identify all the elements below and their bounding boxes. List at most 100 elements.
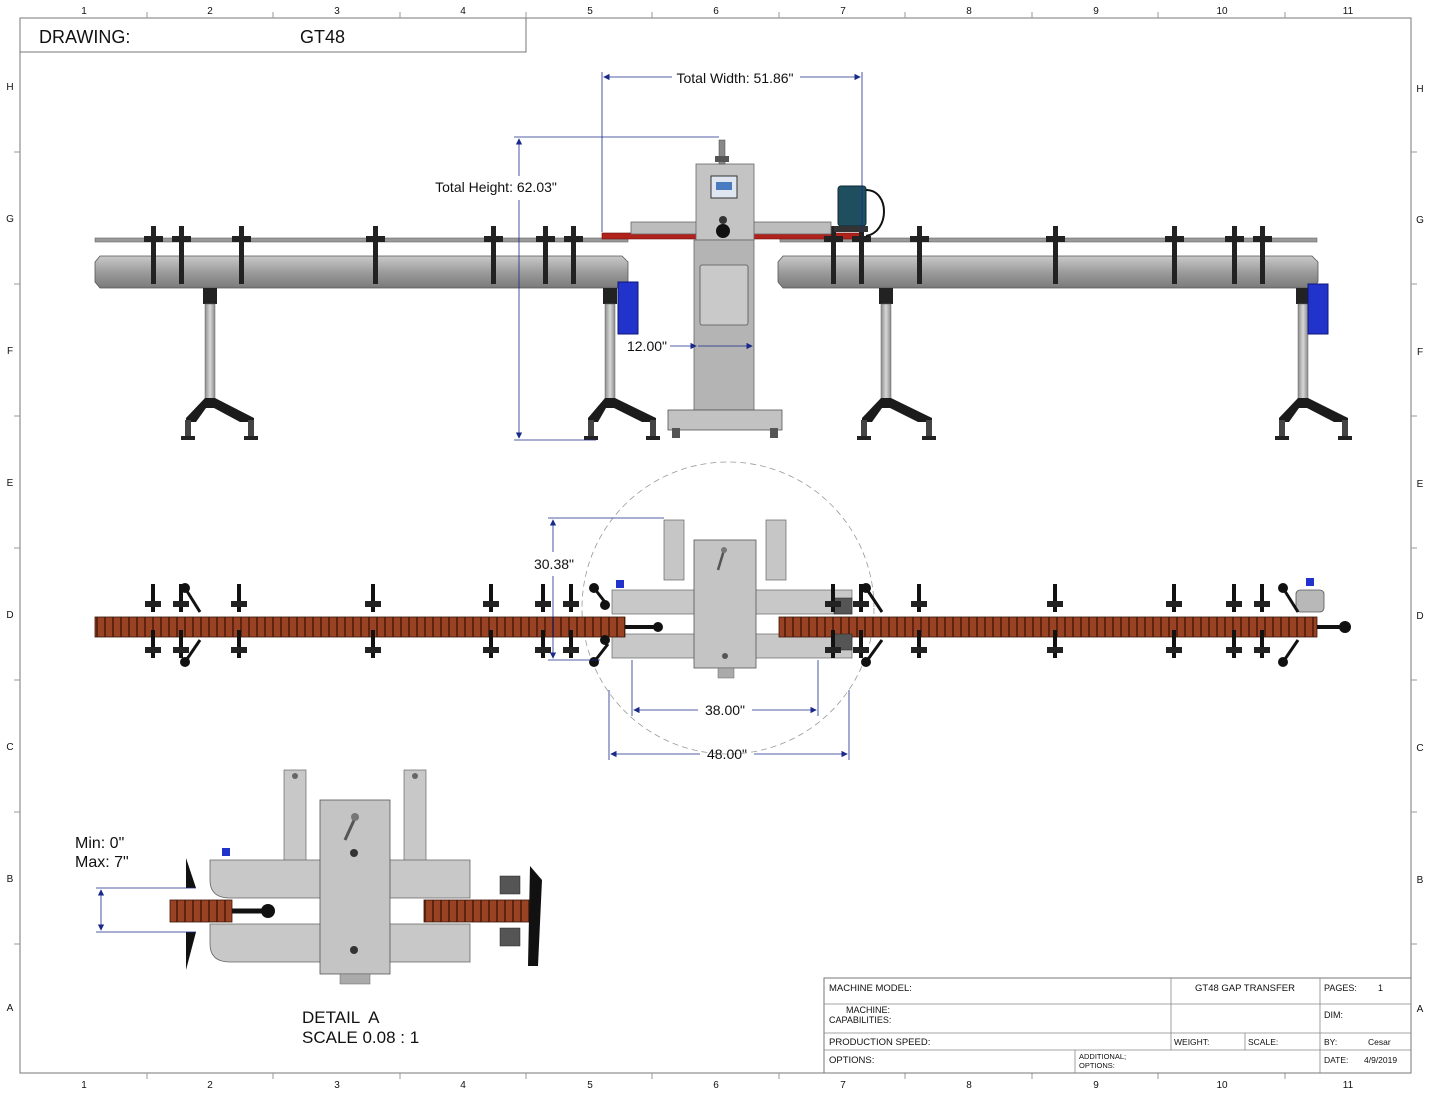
rail-bracket-post (151, 584, 155, 612)
zone-col-label: 4 (460, 6, 466, 17)
end-motor (1295, 589, 1325, 613)
zone-row-label: C (1416, 743, 1423, 754)
zone-ticks (14, 12, 1417, 1079)
zone-col-label: 2 (207, 1080, 213, 1091)
zone-col-label: 6 (713, 6, 719, 17)
rail-bracket-post (1232, 584, 1236, 612)
rail-bracket-clamp (535, 601, 551, 607)
zone-labels-right: H G F E D C B A (1416, 84, 1424, 1015)
zone-row-label: D (1416, 611, 1423, 622)
date-value: 4/9/2019 (1364, 1055, 1397, 1065)
detail-scale: SCALE 0.08 : 1 (302, 1028, 419, 1047)
rail-bracket-post (541, 584, 545, 612)
rail-bracket-post (237, 630, 241, 658)
reach-dimension: 30.38" (534, 556, 574, 572)
capabilities-label-line-2: CAPABILITIES: (829, 1015, 891, 1025)
rail-bracket-post (1172, 630, 1176, 658)
rail-bracket-post (859, 630, 863, 658)
top-view-rail-brackets (145, 583, 1300, 667)
left-drive-motor (617, 281, 639, 335)
zone-col-label: 1 (81, 6, 87, 17)
base-plate (667, 409, 783, 431)
scale-label: SCALE: (1248, 1037, 1278, 1047)
swing-arm-knob (1278, 657, 1288, 667)
production-speed-label: PRODUCTION SPEED: (829, 1037, 930, 1048)
zone-col-label: 11 (1343, 6, 1354, 17)
zone-col-label: 5 (587, 6, 593, 17)
zone-row-label: D (6, 610, 13, 621)
rail-bracket-clamp (1226, 601, 1242, 607)
swing-arm-knob (1278, 583, 1288, 593)
swing-arm-knob (589, 583, 599, 593)
zone-col-label: 11 (1343, 1080, 1354, 1091)
rail-bracket-post (917, 630, 921, 658)
swing-arm-knob (861, 583, 871, 593)
rail-bracket-clamp (365, 601, 381, 607)
rail-bracket-clamp (911, 647, 927, 653)
zone-row-label: A (1417, 1004, 1424, 1015)
rail-bracket-post (151, 630, 155, 658)
rail-bracket-post (569, 584, 573, 612)
top-view (94, 461, 1351, 755)
detail-dimensions (96, 887, 196, 933)
rail-bracket-clamp (1254, 601, 1270, 607)
rail-bracket-clamp (1226, 647, 1242, 653)
swing-arm-knob (180, 657, 190, 667)
zone-row-label: B (1417, 875, 1424, 886)
rail-bracket-clamp (911, 601, 927, 607)
rail-bracket-clamp (1166, 601, 1182, 607)
swing-arm-knob (180, 583, 190, 593)
by-value: Cesar (1368, 1037, 1391, 1047)
zone-col-label: 5 (587, 1080, 593, 1091)
pages-value: 1 (1378, 983, 1383, 993)
detail-a-view (169, 769, 542, 985)
zone-row-label: E (1417, 479, 1424, 490)
gap-min-dimension: Min: 0" (75, 835, 124, 852)
rail-bracket-clamp (173, 601, 189, 607)
zone-col-label: 1 (81, 1080, 87, 1091)
pages-label: PAGES: (1324, 983, 1357, 993)
zone-labels-left: H G F E D C B A (6, 82, 14, 1014)
zone-row-label: H (6, 82, 13, 93)
rail-bracket-clamp (853, 647, 869, 653)
swing-arm-knob (589, 657, 599, 667)
rail-bracket-clamp (1047, 647, 1063, 653)
rail-bracket-post (179, 584, 183, 612)
rail-bracket-clamp (483, 601, 499, 607)
right-rail-brackets (824, 226, 1272, 284)
rail-bracket-post (1232, 630, 1236, 658)
zone-row-label: C (6, 742, 13, 753)
rail-bracket-clamp (563, 601, 579, 607)
rail-bracket-clamp (1047, 601, 1063, 607)
base-width-dimension: 12.00" (627, 338, 667, 354)
date-label: DATE: (1324, 1055, 1348, 1065)
rail-bracket-post (1053, 584, 1057, 612)
top-dimensions (548, 517, 850, 760)
zone-row-label: F (7, 346, 13, 357)
rail-bracket-post (1260, 584, 1264, 612)
right-conveyor-legs (857, 283, 1352, 440)
motor-cable (865, 189, 885, 237)
additional-options-label-line-1: ADDITIONAL; (1079, 1052, 1126, 1061)
rail-bracket-clamp (483, 647, 499, 653)
additional-options-label-line-2: OPTIONS: (1079, 1061, 1115, 1070)
zone-labels-bottom: 1 2 3 4 5 6 7 8 9 10 11 (81, 1080, 1353, 1091)
total-width-dimension: Total Width: 51.86" (676, 70, 793, 86)
zone-col-label: 8 (966, 1080, 972, 1091)
gap-max-dimension: Max: 7" (75, 854, 129, 871)
zone-col-label: 4 (460, 1080, 466, 1091)
rail-bracket-post (1172, 584, 1176, 612)
drawing-label: DRAWING: (39, 27, 130, 47)
machine-model-label: MACHINE MODEL: (829, 983, 912, 994)
zone-col-label: 7 (840, 1080, 846, 1091)
machine-model-value: GT48 GAP TRANSFER (1195, 983, 1295, 994)
zone-col-label: 6 (713, 1080, 719, 1091)
detail-left-chain (169, 899, 233, 923)
capabilities-label-line-1: MACHINE: (846, 1005, 890, 1015)
rail-bracket-clamp (173, 647, 189, 653)
front-dimensions (514, 72, 863, 441)
front-view: Total Width: 51.86" Total Height: 62.03"… (94, 70, 1352, 441)
rail-bracket-post (179, 630, 183, 658)
rail-bracket-clamp (853, 601, 869, 607)
